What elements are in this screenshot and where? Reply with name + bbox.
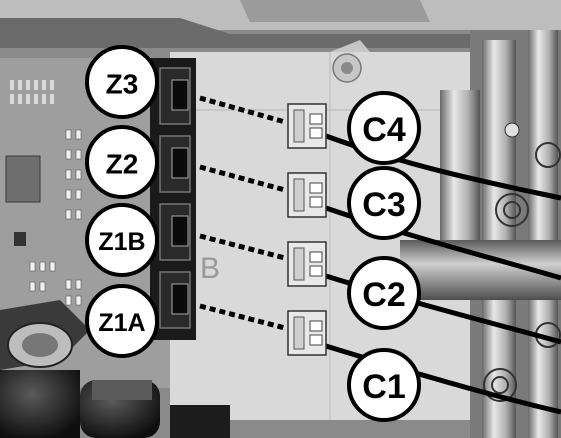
callout-z2: Z2 [85, 125, 159, 199]
dotted-line-z1a-c1 [199, 303, 286, 331]
plug-c1 [287, 310, 327, 356]
label-c4: C4 [362, 111, 406, 149]
zone-callouts: Z3 Z2 Z1B Z1A [85, 45, 159, 358]
label-z2: Z2 [106, 149, 139, 180]
connector-z1b [159, 203, 191, 261]
connector-z2 [159, 135, 191, 193]
dotted-line-z3-c4 [199, 95, 286, 125]
callout-c3: C3 [347, 166, 421, 240]
label-z3: Z3 [106, 69, 139, 100]
callout-z3: Z3 [85, 45, 159, 119]
chassis-plate [170, 40, 470, 420]
plug-c4 [287, 103, 327, 149]
plug-c2 [287, 241, 327, 287]
callout-c2: C2 [347, 256, 421, 330]
connection-lines [199, 95, 286, 331]
dotted-line-z1b-c2 [199, 233, 286, 261]
dotted-line-z2-c3 [199, 164, 286, 193]
label-c1: C1 [362, 368, 405, 406]
label-z1b: Z1B [98, 228, 145, 256]
callout-z1a: Z1A [85, 284, 159, 358]
plug-c3 [287, 172, 327, 218]
callout-z1b: Z1B [85, 203, 159, 277]
cable-glands [0, 300, 230, 438]
label-c2: C2 [362, 276, 405, 314]
connector-z3 [159, 67, 191, 125]
connector-z1a [159, 271, 191, 329]
board-marking: B [200, 252, 220, 285]
plug-connectors [287, 103, 327, 356]
label-c3: C3 [362, 186, 405, 224]
terminal-connectors [150, 58, 196, 340]
mechanical-assembly [400, 30, 561, 438]
callout-c1: C1 [347, 348, 421, 422]
callout-c4: C4 [347, 91, 421, 165]
label-z1a: Z1A [98, 309, 145, 337]
cable-callouts: C4 C3 C2 C1 [347, 91, 421, 422]
